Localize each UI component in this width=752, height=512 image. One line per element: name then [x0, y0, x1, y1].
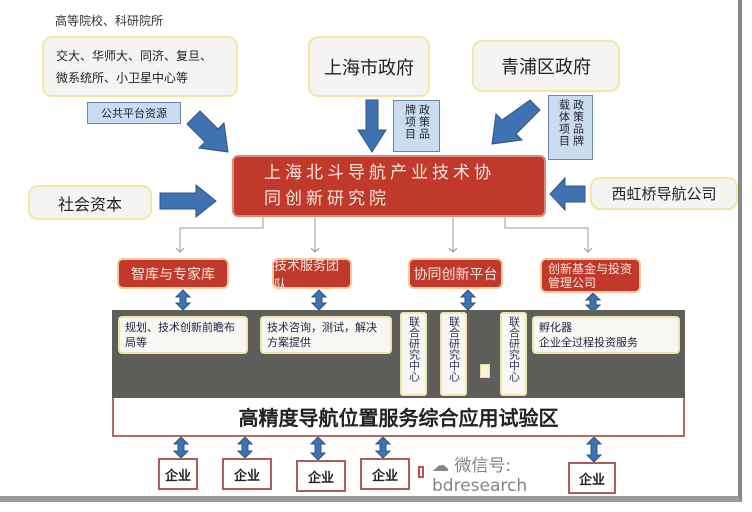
research-institute-box: 上海北斗导航产业技术协 同创新研究院	[232, 155, 546, 217]
test-zone-banner: 高精度导航位置服务综合应用试验区	[112, 398, 685, 437]
enterprise-box-3: 企业	[296, 460, 346, 492]
unit-tech-service: 技术服务团队	[272, 258, 352, 293]
planning-box: 规划、技术创新前瞻布局等	[118, 316, 248, 354]
qingpu-policy-tag: 政策品牌载体项目	[548, 95, 593, 160]
double-arrow-icon	[309, 436, 327, 461]
double-arrow-icon	[236, 436, 254, 459]
image-frame	[0, 0, 742, 502]
small-red-marker	[418, 466, 424, 478]
connector-line	[180, 217, 264, 252]
institute-line2: 同创新研究院	[264, 189, 390, 209]
universities-line1: 交大、华师大、同济、复旦、	[56, 48, 213, 63]
joint-center-1: 联合研究中心	[400, 312, 427, 396]
incubator-line2: 企业全过程投资服务	[539, 336, 638, 349]
joint-center-3-text: 联合研究中心	[507, 316, 521, 382]
consulting-box: 技术咨询，测试，解决方案提供	[260, 316, 392, 354]
unit-think-tank: 智库与专家库	[117, 258, 229, 289]
joint-center-1-text: 联合研究中心	[407, 316, 421, 382]
unit-innovation-fund: 创新基金与投资管理公司	[540, 258, 641, 293]
joint-center-3: 联合研究中心	[500, 312, 527, 396]
double-arrow-icon	[310, 289, 328, 311]
incubator-box: 孵化器 企业全过程投资服务	[532, 316, 680, 354]
connector-line	[504, 217, 588, 252]
arrow-shanghai	[357, 99, 387, 153]
universities-line2: 微系统所、小卫星中心等	[56, 70, 189, 85]
unit-innovation-platform: 协同创新平台	[408, 258, 503, 289]
incubator-line1: 孵化器	[539, 321, 572, 334]
double-arrow-icon	[374, 436, 392, 459]
enterprise-box-5: 企业	[568, 462, 616, 494]
double-arrow-icon	[459, 289, 477, 311]
enterprise-box-2: 企业	[222, 458, 272, 490]
double-arrow-icon	[585, 436, 603, 463]
universities-box: 交大、华师大、同济、复旦、 微系统所、小卫星中心等	[42, 36, 238, 97]
arrow-qingpu	[491, 99, 541, 145]
xihongqiao-box: 西虹桥导航公司	[590, 177, 738, 210]
shanghai-gov-box: 上海市政府	[308, 36, 430, 97]
joint-center-2: 联合研究中心	[440, 312, 467, 396]
enterprise-box-4: 企业	[360, 458, 410, 490]
watermark-text: 微信号: bdresearch	[432, 456, 528, 496]
double-arrow-icon	[174, 289, 192, 311]
joint-center-2-text: 联合研究中心	[447, 316, 461, 382]
qingpu-gov-box: 青浦区政府	[472, 40, 620, 92]
shanghai-policy-tag: 政策品牌项目	[393, 100, 440, 152]
double-arrow-icon	[172, 436, 190, 459]
universities-heading: 高等院校、科研院所	[55, 14, 164, 28]
arrow-xihongqiao	[549, 176, 586, 212]
wechat-icon: ☁	[432, 456, 455, 476]
arrow-social-capital	[159, 183, 217, 219]
watermark: ☁ 微信号: bdresearch	[432, 456, 564, 496]
ellipsis-marker	[480, 364, 490, 378]
shanghai-policy-text: 政策品牌项目	[403, 104, 431, 140]
qingpu-policy-text: 政策品牌载体项目	[557, 98, 585, 147]
social-capital-box: 社会资本	[28, 185, 152, 220]
public-platform-label: 公共平台资源	[87, 102, 181, 124]
arrow-universities	[186, 110, 229, 153]
institute-line1: 上海北斗导航产业技术协	[264, 163, 495, 183]
enterprise-box-1: 企业	[158, 458, 198, 490]
